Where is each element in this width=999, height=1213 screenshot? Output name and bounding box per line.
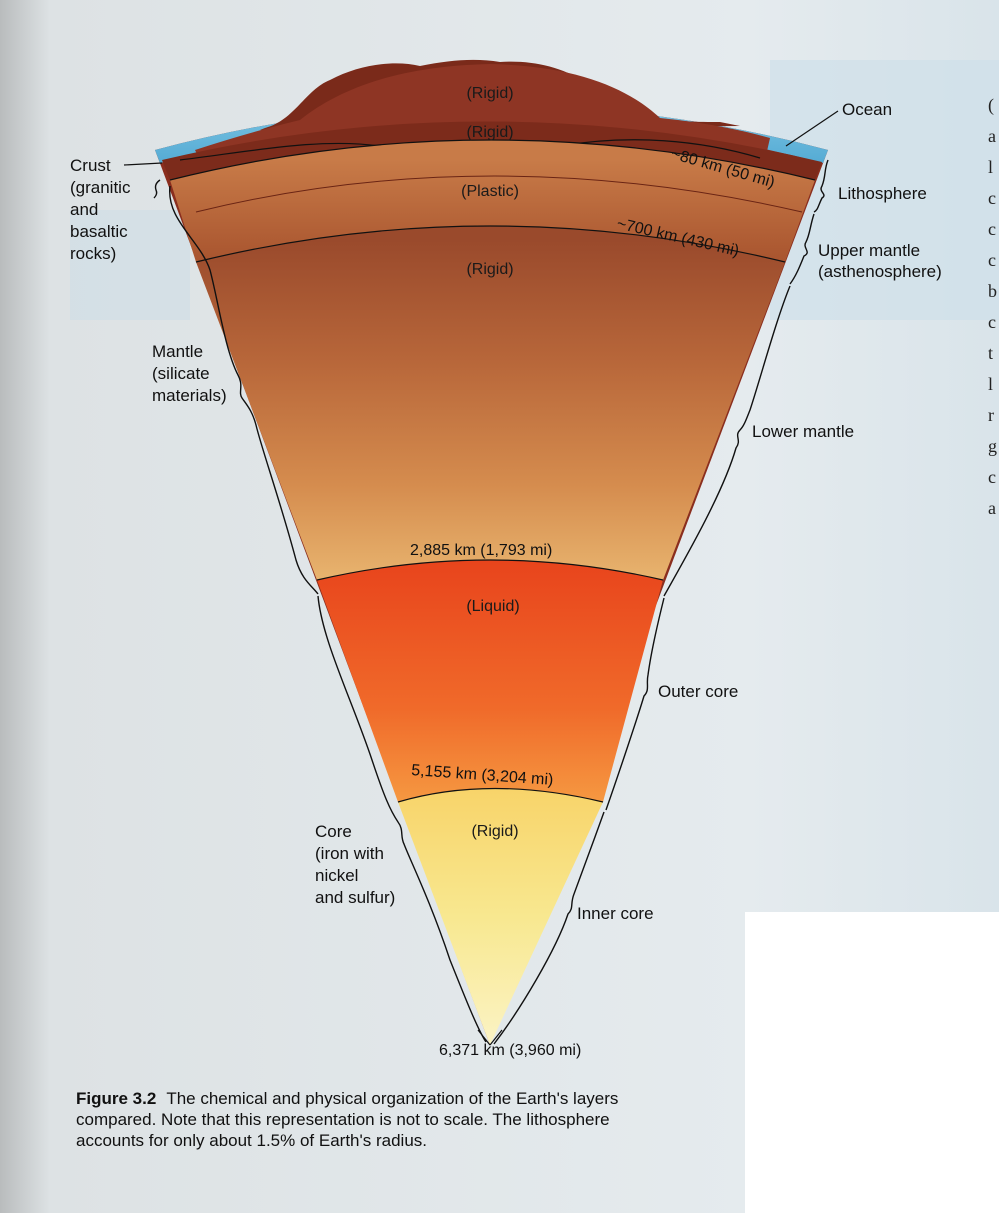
outer-core-brace <box>605 597 665 811</box>
inner-core-label: Inner core <box>577 904 654 923</box>
lithosphere-brace <box>813 159 829 213</box>
mantle-brace <box>169 185 319 595</box>
ocean-leader-line <box>785 110 839 147</box>
outer-core-layer <box>317 560 663 802</box>
crust-brace <box>153 179 161 199</box>
cropped-letter: r <box>988 405 994 425</box>
crust-label-line: and <box>70 200 98 219</box>
cropped-letter: l <box>988 157 994 177</box>
cropped-letter: a <box>988 498 996 518</box>
mantle-label-line: Mantle <box>152 342 203 361</box>
cropped-letter: ( <box>988 95 994 115</box>
crust-label-line: basaltic <box>70 222 128 241</box>
mantle-depth-label: 2,885 km (1,793 mi) <box>410 542 552 559</box>
crust-label-line: rocks) <box>70 244 116 263</box>
asthenosphere-state-label: (Plastic) <box>461 183 519 200</box>
crust-leader-line <box>123 162 163 166</box>
mantle-label-group: Mantle (silicate materials) <box>152 342 227 405</box>
caption-text: The chemical and physical organization o… <box>76 1089 619 1150</box>
asthenosphere-layer <box>170 140 815 262</box>
core-label-line: Core <box>315 822 352 841</box>
core-label-line: (iron with <box>315 844 384 863</box>
cropped-letter: g <box>988 436 997 456</box>
cropped-text-column: ( a l c c c b c t l r g c a <box>988 90 999 524</box>
mantle-label-line: materials) <box>152 386 227 405</box>
cropped-letter: t <box>988 343 994 363</box>
crust-state-label: (Rigid) <box>466 85 513 102</box>
lower-mantle-label: Lower mantle <box>752 422 854 441</box>
lower-mantle-layer <box>196 226 785 580</box>
core-brace <box>317 595 487 1043</box>
cropped-letter: c <box>988 188 996 208</box>
inner-core-brace <box>493 811 605 1045</box>
lower-mantle-brace <box>663 285 791 597</box>
core-label-group: Core (iron with nickel and sulfur) <box>315 822 395 907</box>
figure-label: Figure 3.2 <box>76 1089 157 1108</box>
cropped-letter: b <box>988 281 997 301</box>
upper-mantle-label-line: Upper mantle <box>818 241 920 260</box>
crust-label-line: (granitic <box>70 178 131 197</box>
cropped-letter: l <box>988 374 994 394</box>
cropped-letter: a <box>988 126 996 146</box>
blank-panel <box>745 912 999 1213</box>
crust-label-group: Crust (granitic and basaltic rocks) <box>70 156 131 263</box>
cropped-letter: c <box>988 312 996 332</box>
mantle-label-line: (silicate <box>152 364 210 383</box>
upper-mantle-label-line: (asthenosphere) <box>818 262 942 281</box>
lithosphere-label: Lithosphere <box>838 184 927 203</box>
upper-mantle-brace <box>789 213 815 285</box>
outer-core-label: Outer core <box>658 682 738 701</box>
lithosphere-state-label: (Rigid) <box>466 124 513 141</box>
cropped-letter: c <box>988 467 996 487</box>
cropped-letter: c <box>988 250 996 270</box>
core-label-line: and sulfur) <box>315 888 395 907</box>
crust-label-line: Crust <box>70 156 111 175</box>
outer-core-state-label: (Liquid) <box>466 598 519 615</box>
lithosphere-layer <box>162 121 822 180</box>
inner-core-layer <box>398 788 603 1045</box>
ocean-label: Ocean <box>842 100 892 119</box>
lower-mantle-state-label: (Rigid) <box>466 261 513 278</box>
cropped-letter: c <box>988 219 996 239</box>
core-label-line: nickel <box>315 866 358 885</box>
inner-core-state-label: (Rigid) <box>471 823 518 840</box>
center-depth-label: 6,371 km (3,960 mi) <box>439 1042 581 1059</box>
